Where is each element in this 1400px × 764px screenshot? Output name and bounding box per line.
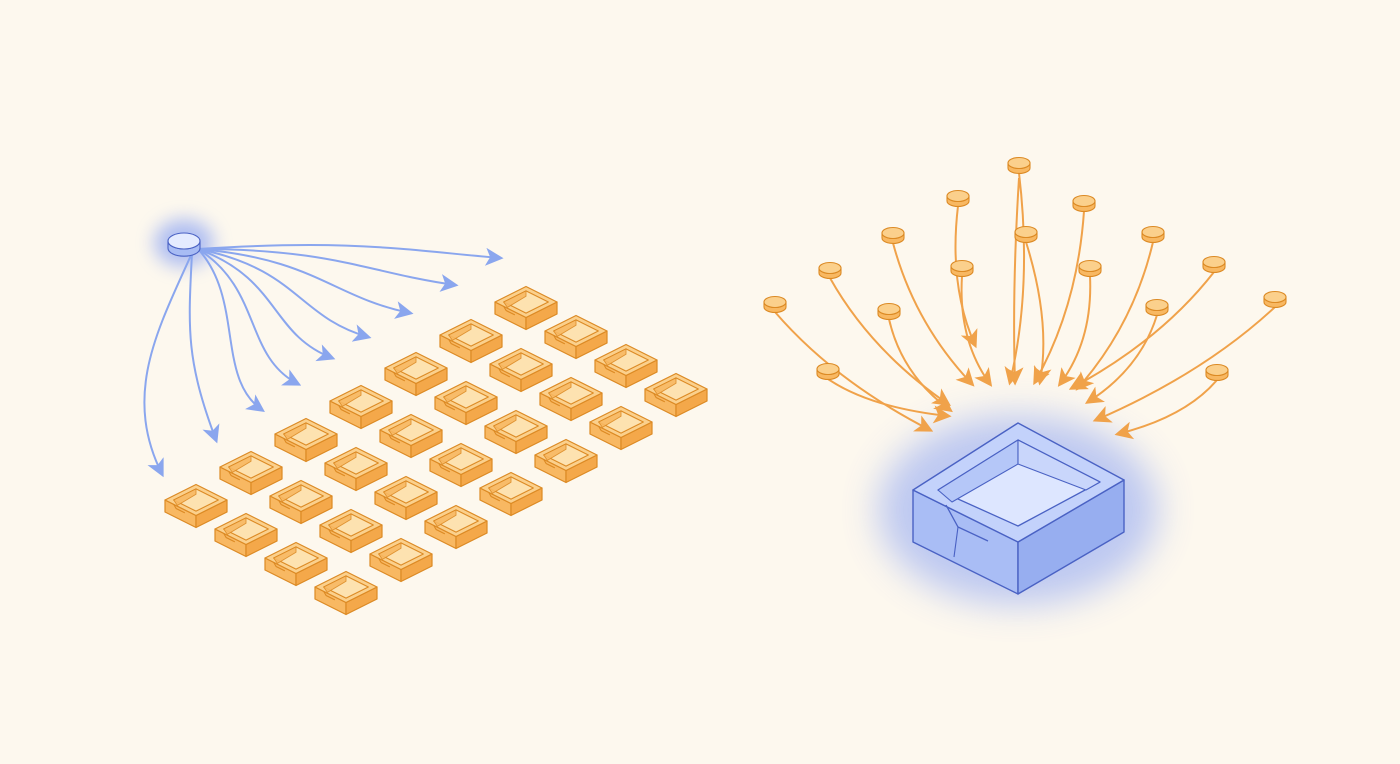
small-tray-9 bbox=[434, 380, 498, 426]
source-token-16 bbox=[1205, 363, 1229, 381]
fan-out-arrow-1 bbox=[143, 252, 193, 478]
small-tray-5 bbox=[489, 347, 553, 393]
small-tray-18 bbox=[219, 450, 283, 496]
source-token-5 bbox=[881, 226, 905, 244]
fan-in-arrow-14 bbox=[1092, 306, 1276, 423]
source-token-10 bbox=[1202, 255, 1226, 273]
fan-in-arrow-4 bbox=[1025, 241, 1052, 386]
small-tray-8 bbox=[539, 376, 603, 422]
fan-out-arrow-4 bbox=[197, 248, 302, 386]
token-layer bbox=[167, 156, 1287, 381]
source-token-6 bbox=[1141, 225, 1165, 243]
small-tray-7 bbox=[644, 372, 708, 418]
fan-out-arrow-9 bbox=[197, 244, 504, 266]
source-token-12 bbox=[877, 302, 901, 320]
fan-in-arrow-17 bbox=[1005, 177, 1024, 386]
fan-out-arrow-3 bbox=[197, 248, 265, 413]
small-tray-17 bbox=[324, 446, 388, 492]
fan-in-arrow-15 bbox=[827, 378, 952, 424]
small-tray-16 bbox=[429, 442, 493, 488]
source-token-14 bbox=[1263, 290, 1287, 308]
fan-in-arrow-8 bbox=[960, 275, 993, 387]
tray-layer bbox=[164, 285, 708, 616]
fan-out-arrow-2 bbox=[188, 252, 220, 444]
small-tray-2 bbox=[544, 314, 608, 360]
big-tray bbox=[912, 422, 1125, 595]
fan-in-arrow-13 bbox=[1084, 314, 1158, 404]
source-token-2 bbox=[946, 189, 970, 207]
source-token-13 bbox=[1145, 298, 1169, 316]
fan-in-arrow-10 bbox=[1068, 271, 1215, 390]
small-tray-1 bbox=[494, 285, 558, 331]
fan-in-arrow-3 bbox=[1033, 210, 1085, 386]
fan-in-arrow-11 bbox=[774, 311, 934, 432]
source-token-7 bbox=[818, 261, 842, 279]
fan-in-arrow-2 bbox=[954, 205, 978, 349]
small-tray-13 bbox=[379, 413, 443, 459]
small-tray-10 bbox=[329, 384, 393, 430]
small-tray-4 bbox=[594, 343, 658, 389]
fan-in-arrow-16 bbox=[1114, 379, 1218, 440]
small-tray-27 bbox=[264, 541, 328, 587]
arrow-layer bbox=[143, 172, 1276, 478]
source-token-1 bbox=[1007, 156, 1031, 174]
small-tray-12 bbox=[484, 409, 548, 455]
small-tray-25 bbox=[214, 512, 278, 558]
source-token-8 bbox=[950, 259, 974, 277]
source-token-9 bbox=[1078, 259, 1102, 277]
small-tray-23 bbox=[424, 504, 488, 550]
source-token-15 bbox=[816, 362, 840, 380]
fan-in-arrow-5 bbox=[892, 242, 975, 387]
small-tray-26 bbox=[369, 537, 433, 583]
source-token-3 bbox=[1072, 194, 1096, 212]
source-token-icon bbox=[167, 232, 201, 257]
fan-in-arrow-9 bbox=[1057, 275, 1092, 387]
fan-in-arrow-7 bbox=[829, 277, 951, 407]
big-tray-layer bbox=[912, 422, 1125, 595]
small-tray-19 bbox=[479, 471, 543, 517]
fan-in-arrow-6 bbox=[1075, 241, 1154, 391]
small-tray-6 bbox=[384, 351, 448, 397]
fan-out-arrow-8 bbox=[197, 248, 459, 292]
small-tray-22 bbox=[164, 483, 228, 529]
fan-in-arrow-12 bbox=[888, 318, 953, 413]
fan-out-arrow-6 bbox=[197, 248, 372, 342]
source-token-11 bbox=[763, 295, 787, 313]
small-tray-14 bbox=[274, 417, 338, 463]
small-tray-24 bbox=[319, 508, 383, 554]
source-token-4 bbox=[1014, 225, 1038, 243]
small-tray-11 bbox=[589, 405, 653, 451]
small-tray-28 bbox=[314, 570, 378, 616]
small-tray-21 bbox=[269, 479, 333, 525]
small-tray-3 bbox=[439, 318, 503, 364]
fan-out-arrow-7 bbox=[197, 248, 414, 319]
small-tray-15 bbox=[534, 438, 598, 484]
fan-out-arrow-5 bbox=[197, 248, 336, 362]
small-tray-20 bbox=[374, 475, 438, 521]
